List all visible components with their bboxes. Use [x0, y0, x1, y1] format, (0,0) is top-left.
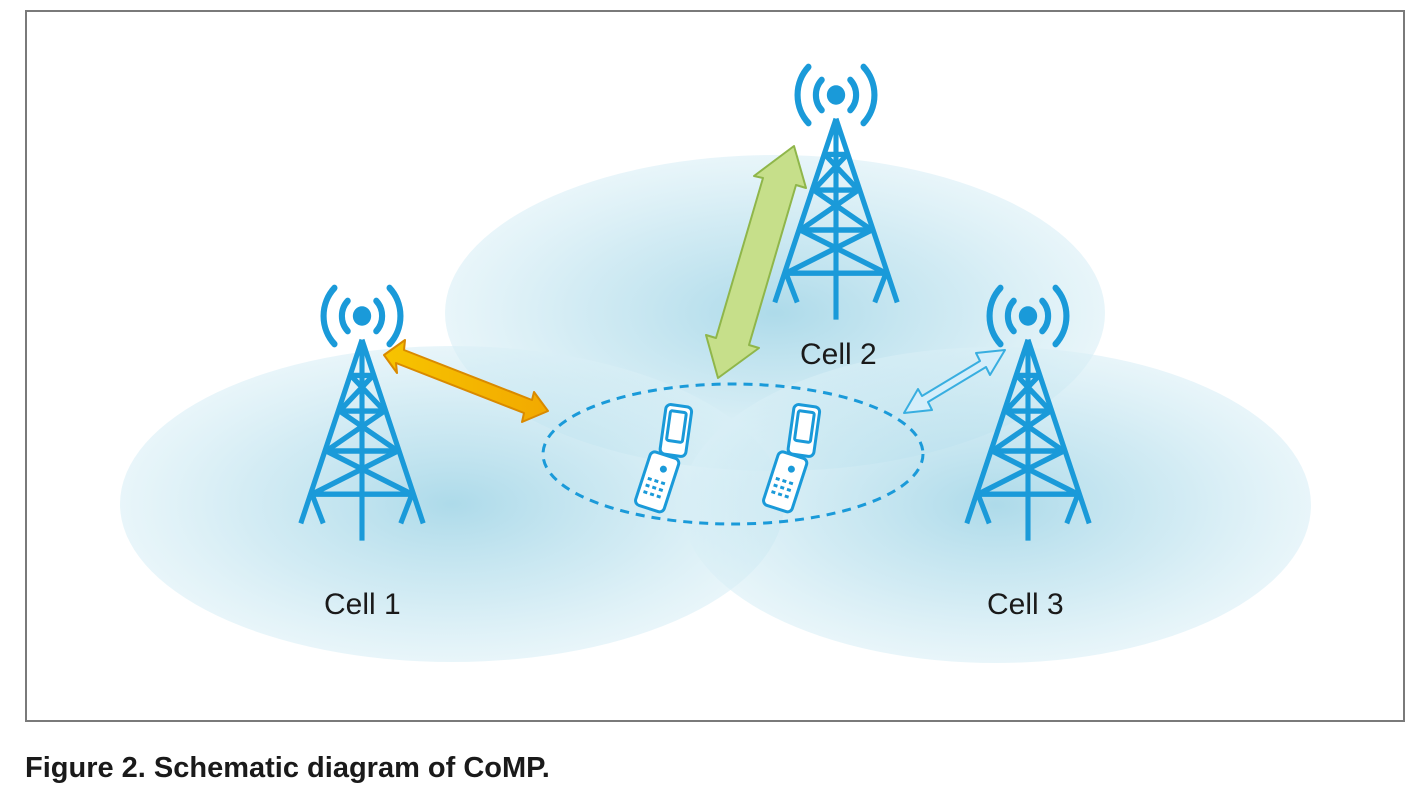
cell-3-coverage — [681, 347, 1311, 663]
ue-group-outline — [541, 382, 925, 526]
cell-2-label: Cell 2 — [800, 338, 877, 371]
figure-caption: Figure 2. Schematic diagram of CoMP. — [25, 752, 550, 784]
cell-1-link-arrow — [383, 339, 549, 423]
cell-3-label: Cell 3 — [987, 588, 1064, 621]
cell-1-coverage — [120, 346, 784, 662]
cell-1-label: Cell 1 — [324, 588, 401, 621]
cell-2-link-arrow — [705, 145, 807, 379]
cell-3-link-arrow — [903, 349, 1006, 414]
